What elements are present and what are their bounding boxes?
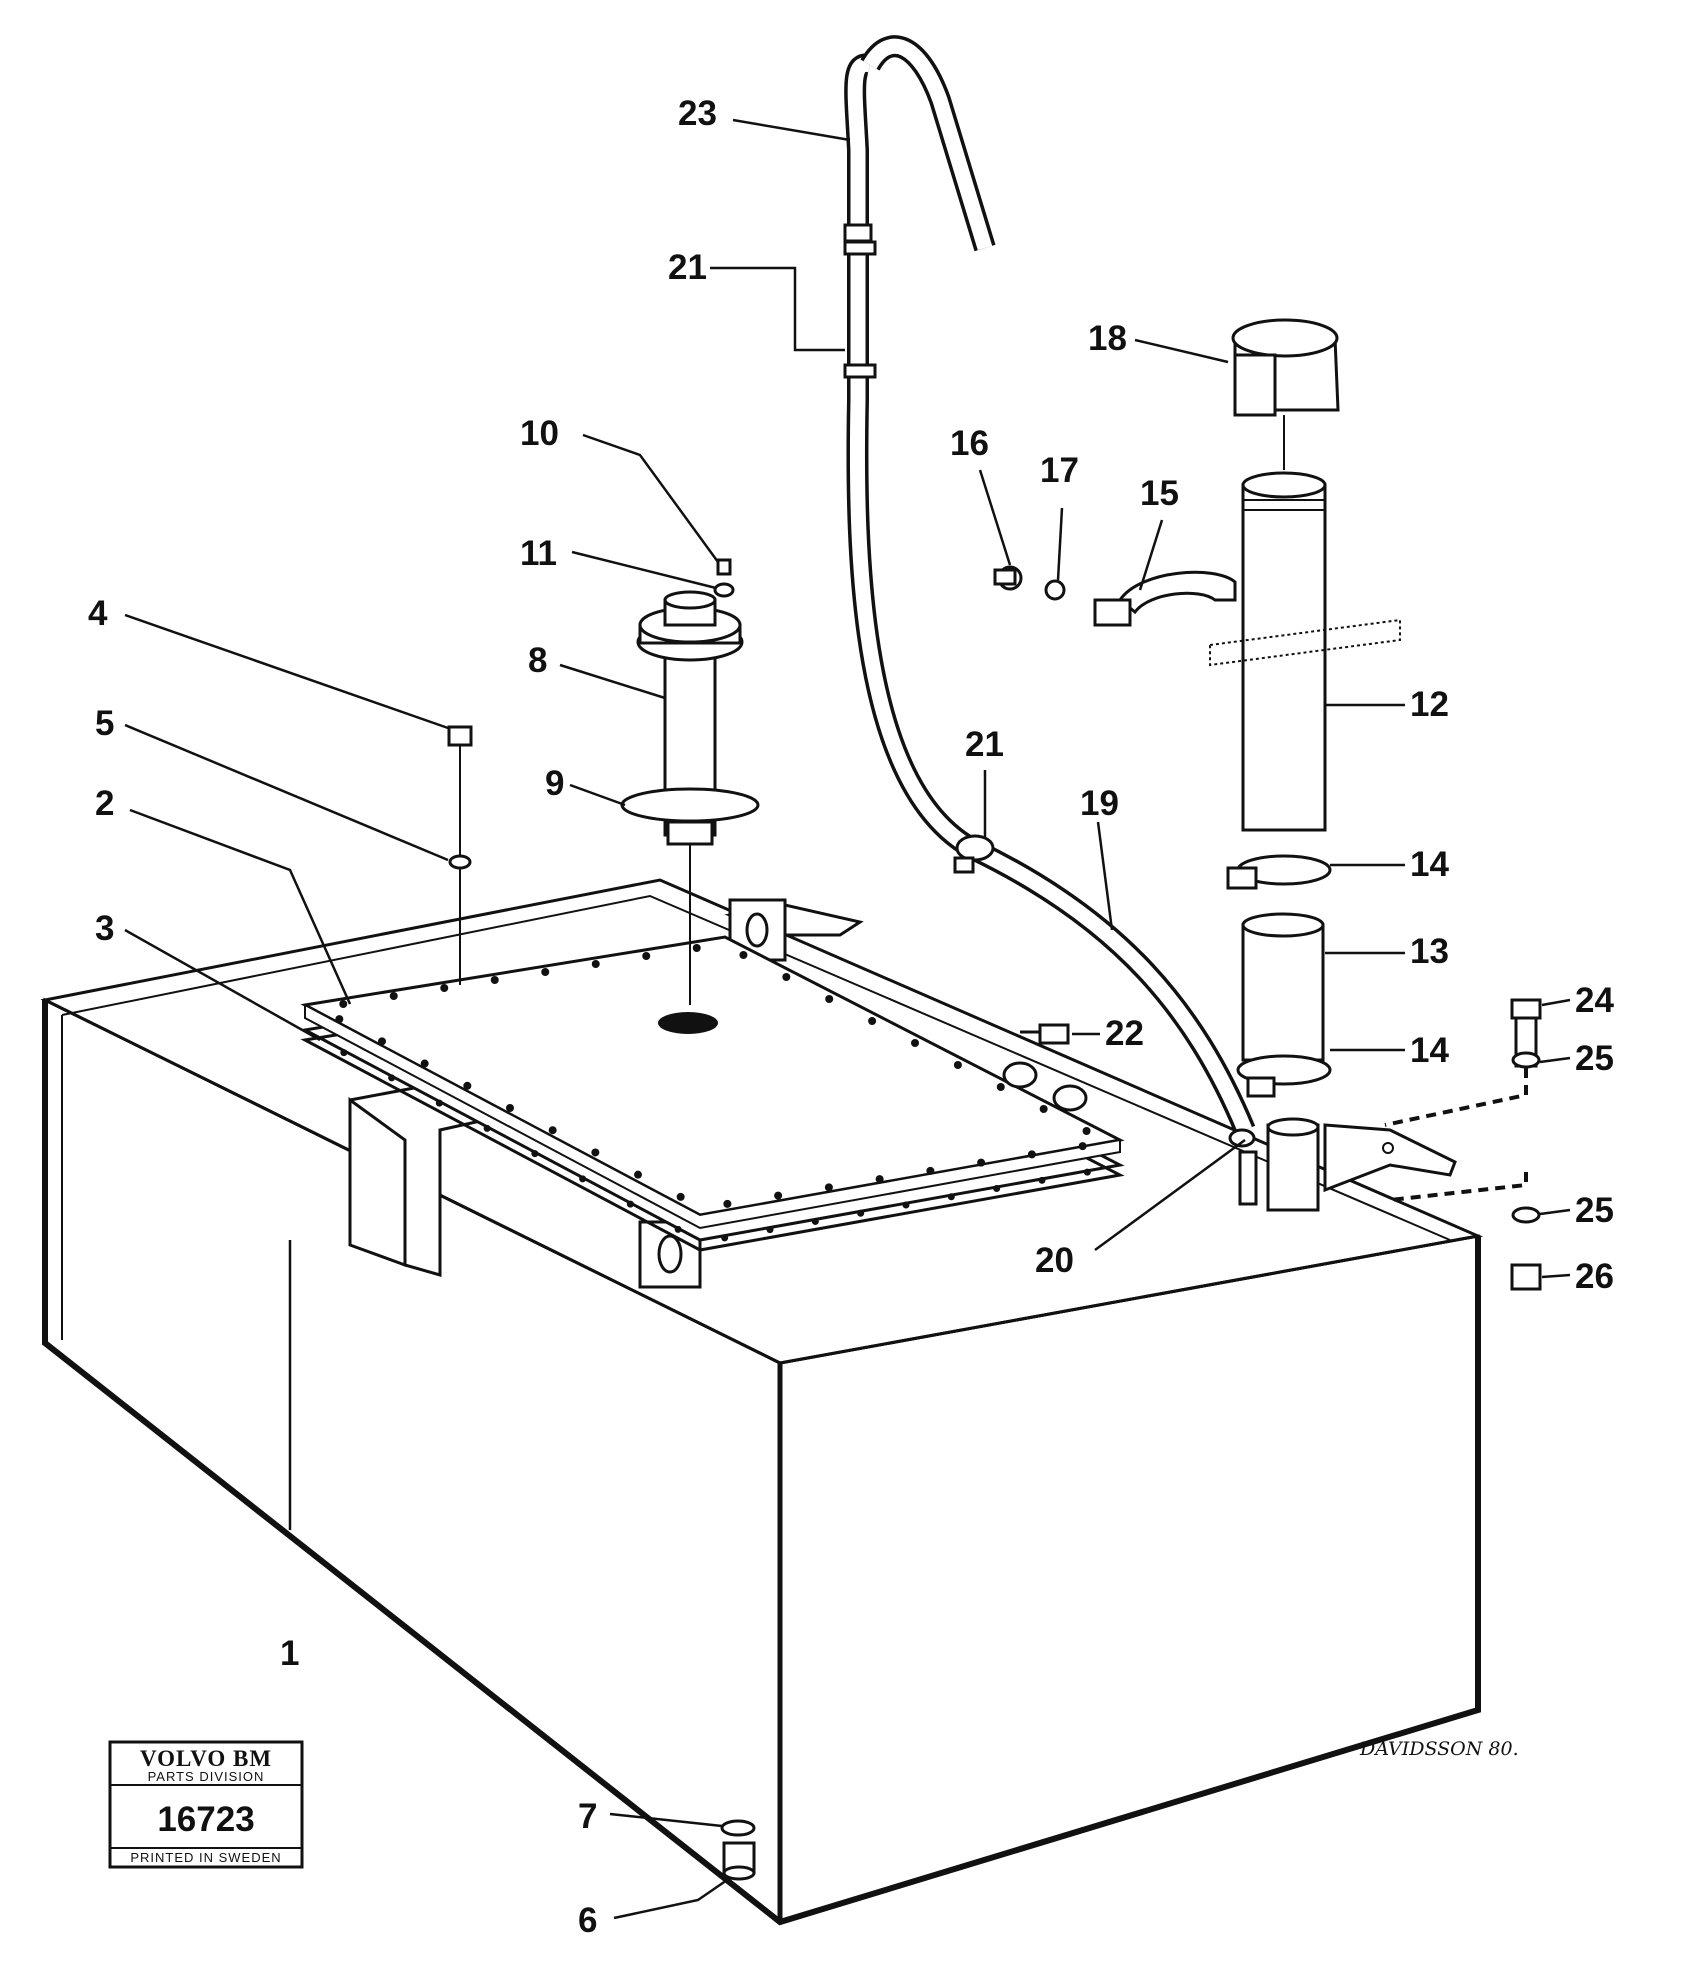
gasket-bolt-hole bbox=[388, 1074, 396, 1082]
plate-bolt-hole bbox=[875, 1175, 884, 1184]
plate-bolt-hole bbox=[868, 1017, 877, 1025]
plate-bolt-hole bbox=[541, 968, 550, 976]
callout-1: 1 bbox=[280, 1634, 299, 1673]
plate-bolt-hole bbox=[506, 1104, 514, 1112]
callout-17: 17 bbox=[1040, 451, 1079, 490]
gasket-bolt-hole bbox=[435, 1099, 443, 1107]
plate-bolt-hole bbox=[463, 1081, 472, 1090]
plate-bolt-hole bbox=[926, 1166, 935, 1175]
callout-14-upper: 14 bbox=[1410, 845, 1449, 884]
plate-bolt-hole bbox=[782, 973, 791, 981]
callout-21-upper: 21 bbox=[668, 248, 707, 287]
plate-bolt-hole bbox=[591, 1148, 600, 1157]
plate-bolt-hole bbox=[824, 1183, 833, 1192]
callout-labels: 1 2 3 4 5 6 7 8 9 10 11 12 13 14 14 15 1… bbox=[88, 94, 1614, 1940]
gasket-bolt-hole bbox=[579, 1175, 587, 1183]
callout-10: 10 bbox=[520, 414, 559, 453]
plate-bolt-hole bbox=[739, 951, 748, 959]
plate-bolt-hole bbox=[825, 995, 834, 1003]
callout-23: 23 bbox=[678, 94, 717, 133]
gasket-bolt-hole bbox=[902, 1201, 910, 1209]
callout-8: 8 bbox=[528, 641, 547, 680]
callout-19: 19 bbox=[1080, 784, 1119, 823]
gasket-bolt-hole bbox=[483, 1124, 491, 1132]
plate-bolt-hole bbox=[634, 1170, 642, 1179]
callout-14-lower: 14 bbox=[1410, 1031, 1449, 1070]
plate-bolt-hole bbox=[420, 1059, 429, 1068]
plate-bolt-hole bbox=[591, 960, 600, 968]
pipe-clamp-15 bbox=[993, 565, 1237, 627]
callout-22: 22 bbox=[1105, 1014, 1144, 1053]
stamp-footer: PRINTED IN SWEDEN bbox=[130, 1850, 281, 1865]
plate-bolt-hole bbox=[1082, 1127, 1091, 1135]
plate-bolt-hole bbox=[378, 1037, 386, 1046]
callout-leaders bbox=[124, 118, 1571, 1920]
gasket-bolt-hole bbox=[1083, 1168, 1091, 1176]
fuel-gauge-sender bbox=[620, 590, 760, 1005]
callout-26: 26 bbox=[1575, 1257, 1614, 1296]
callout-25-lower: 25 bbox=[1575, 1191, 1614, 1230]
gasket-bolt-hole bbox=[721, 1234, 729, 1242]
filler-neck-stub bbox=[1238, 1117, 1320, 1212]
artist-signature: DAVIDSSON 80. bbox=[1359, 1738, 1519, 1760]
plate-bolt-hole bbox=[1027, 1150, 1036, 1159]
gasket-bolt-hole bbox=[857, 1209, 865, 1217]
plate-bolt-hole bbox=[723, 1199, 732, 1208]
plate-bolt-hole bbox=[642, 952, 651, 960]
plate-bolt-hole bbox=[911, 1039, 919, 1047]
callout-13: 13 bbox=[1410, 932, 1449, 971]
plate-bolt-hole bbox=[490, 976, 499, 984]
plate-bolt-hole bbox=[335, 1015, 344, 1024]
filler-pipe-assembly bbox=[1209, 318, 1401, 1098]
gasket-bolt-hole bbox=[811, 1217, 819, 1225]
plate-bolt-hole bbox=[996, 1083, 1005, 1091]
callout-9: 9 bbox=[545, 764, 564, 803]
gasket-bolt-hole bbox=[766, 1226, 774, 1234]
cover-plate-and-gasket bbox=[300, 935, 1125, 1252]
volvo-stamp: VOLVO BM PARTS DIVISION 16723 PRINTED IN… bbox=[108, 1740, 304, 1869]
plate-bolt-hole bbox=[1078, 1142, 1087, 1151]
stamp-number: 16723 bbox=[157, 1800, 254, 1839]
gasket-bolt-hole bbox=[340, 1049, 348, 1057]
vent-hose bbox=[843, 35, 1256, 1148]
callout-25-upper: 25 bbox=[1575, 1039, 1614, 1078]
plate-bolt-hole bbox=[977, 1158, 986, 1167]
callout-3: 3 bbox=[95, 909, 114, 948]
plate-bolt-hole bbox=[548, 1126, 557, 1135]
hardware bbox=[447, 558, 1542, 1881]
callout-11: 11 bbox=[520, 534, 557, 573]
callout-2: 2 bbox=[95, 784, 114, 823]
callout-21-lower: 21 bbox=[965, 725, 1004, 764]
callout-7: 7 bbox=[578, 1797, 597, 1836]
plate-bolt-hole bbox=[692, 944, 701, 952]
callout-16: 16 bbox=[950, 424, 989, 463]
plate-bolt-hole bbox=[389, 992, 398, 1000]
cover-plate-bolts bbox=[335, 944, 1091, 1242]
callout-4: 4 bbox=[88, 594, 108, 633]
stamp-brand: VOLVO BM bbox=[140, 1746, 272, 1771]
gasket-bolt-hole bbox=[626, 1200, 634, 1208]
callout-5: 5 bbox=[95, 704, 114, 743]
callout-15: 15 bbox=[1140, 474, 1179, 513]
plate-bolt-hole bbox=[440, 984, 449, 992]
plate-bolt-hole bbox=[339, 1000, 348, 1008]
callout-6: 6 bbox=[578, 1901, 597, 1940]
callout-18: 18 bbox=[1088, 319, 1127, 358]
stamp-division: PARTS DIVISION bbox=[148, 1769, 265, 1784]
gasket-bolt-hole bbox=[993, 1185, 1001, 1193]
plate-bolt-hole bbox=[953, 1061, 962, 1069]
callout-20: 20 bbox=[1035, 1241, 1074, 1280]
plate-bolt-hole bbox=[1039, 1105, 1048, 1113]
gasket-bolt-hole bbox=[947, 1193, 955, 1201]
callout-12: 12 bbox=[1410, 685, 1449, 724]
plate-bolt-hole bbox=[676, 1192, 685, 1201]
callout-24: 24 bbox=[1575, 981, 1614, 1020]
gasket-bolt-hole bbox=[674, 1225, 682, 1233]
plate-bolt-hole bbox=[774, 1191, 783, 1200]
gasket-bolt-hole bbox=[1038, 1176, 1046, 1184]
gasket-bolt-hole bbox=[531, 1150, 539, 1158]
